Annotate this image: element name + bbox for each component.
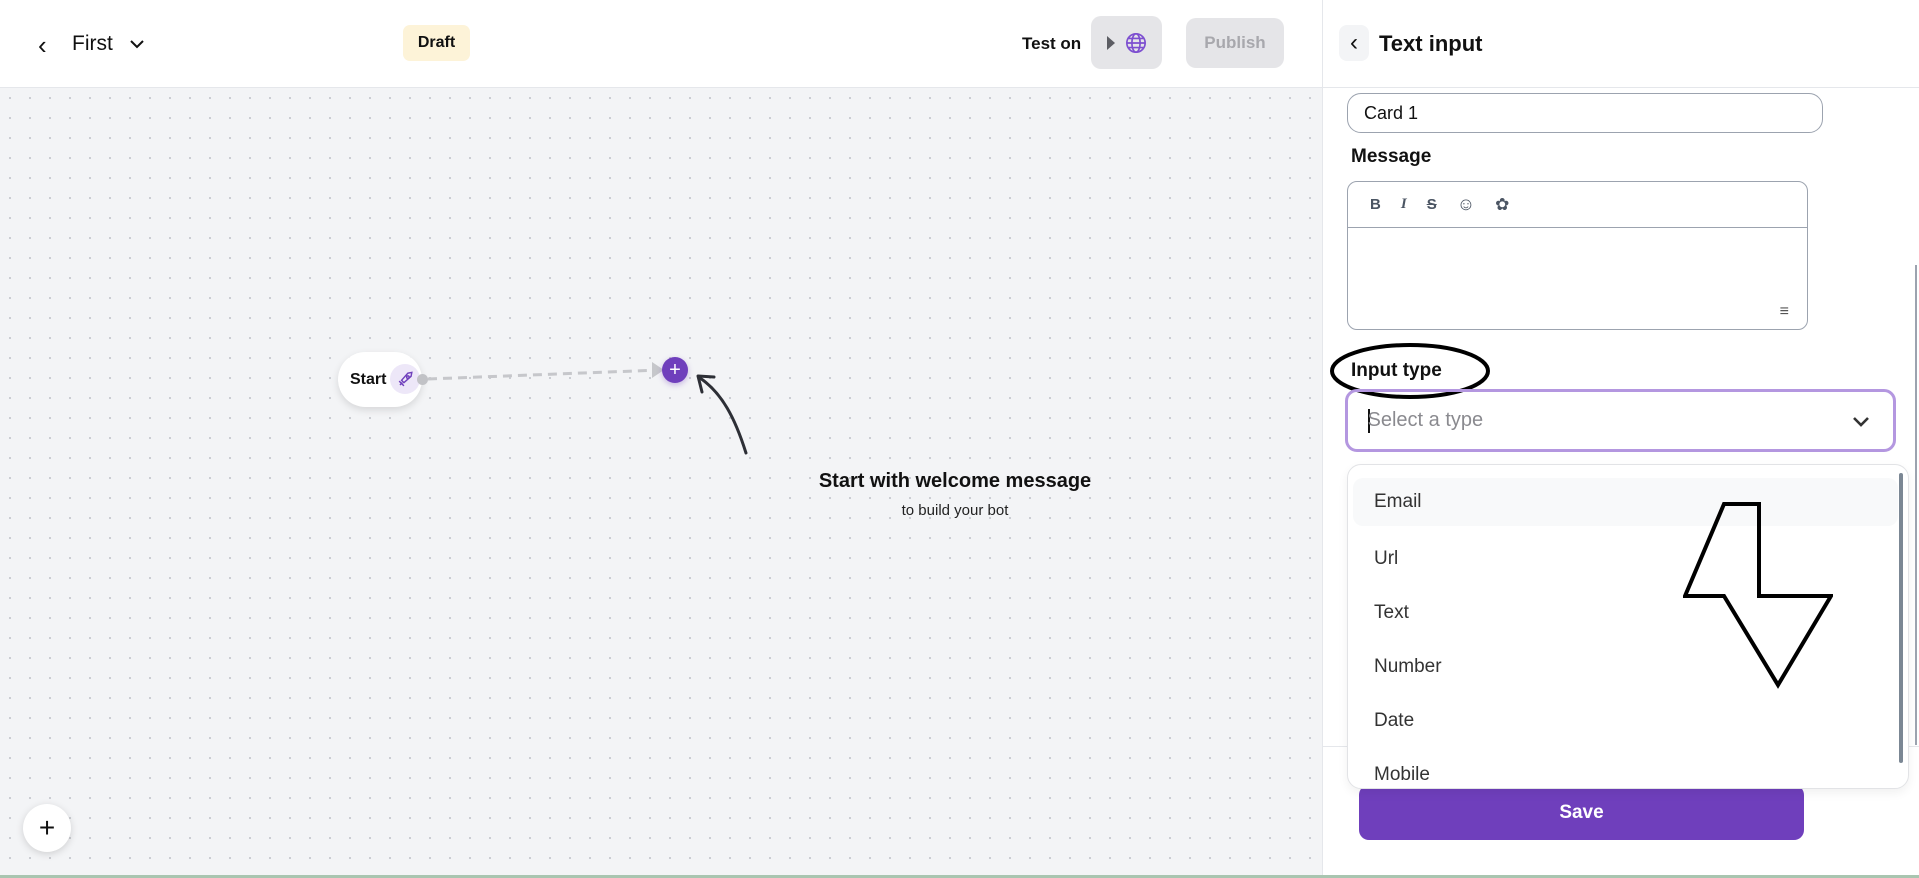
dropdown-option-text[interactable]: Text — [1374, 602, 1409, 623]
start-node-label: Start — [350, 370, 387, 388]
hint-arrow-icon — [698, 376, 748, 455]
bottom-border — [0, 875, 1919, 878]
play-icon — [1106, 35, 1115, 50]
dropdown-option-email[interactable]: Email — [1353, 478, 1898, 526]
italic-icon[interactable]: I — [1400, 196, 1407, 212]
rocket-icon — [390, 364, 420, 394]
input-type-select[interactable]: Select a type — [1345, 389, 1896, 452]
strikethrough-icon[interactable]: S — [1426, 196, 1437, 213]
dropdown-option-date[interactable]: Date — [1374, 710, 1415, 731]
add-step-button[interactable]: + — [662, 357, 688, 383]
message-label: Message — [1351, 146, 1432, 167]
connector-arrowhead — [652, 362, 664, 378]
start-node[interactable]: Start — [338, 352, 422, 407]
top-bar: ‹ First Draft Test on Publish — [0, 0, 1322, 88]
save-button[interactable]: Save — [1359, 785, 1804, 840]
hint-arrow-head-icon — [696, 374, 716, 394]
add-node-button[interactable]: + — [23, 804, 71, 852]
canvas-connections — [427, 362, 748, 455]
message-editor[interactable]: B I S ☺ ✿ ≡ — [1347, 181, 1808, 330]
editor-toolbar: B I S ☺ ✿ — [1348, 182, 1807, 228]
input-type-label: Input type — [1351, 360, 1442, 381]
back-icon[interactable]: ‹ — [38, 30, 47, 60]
panel-header: ‹ Text input — [1323, 0, 1919, 88]
dashed-connector — [427, 368, 661, 381]
test-web-button[interactable] — [1091, 16, 1162, 69]
bold-icon[interactable]: B — [1370, 196, 1381, 213]
dropdown-option-number[interactable]: Number — [1374, 656, 1442, 677]
variable-insert-icon[interactable]: ≡ — [1779, 303, 1789, 320]
message-text — [1348, 228, 1807, 328]
text-cursor — [1368, 408, 1370, 433]
flow-canvas[interactable]: Start + Start with welcome message to bu… — [0, 88, 1322, 876]
hint-title: Start with welcome message — [818, 470, 1092, 492]
flow-name[interactable]: First — [72, 32, 113, 55]
test-on-label: Test on — [1022, 34, 1082, 53]
status-badge: Draft — [403, 25, 470, 61]
start-node-handle[interactable] — [417, 374, 428, 385]
input-type-placeholder: Select a type — [1367, 409, 1484, 431]
annotation-down-arrow — [1683, 502, 1833, 689]
dropdown-option-url[interactable]: Url — [1374, 548, 1399, 569]
dropdown-scrollbar[interactable] — [1899, 473, 1903, 763]
ai-icon[interactable]: ✿ — [1495, 194, 1510, 214]
dropdown-option-mobile[interactable]: Mobile — [1374, 764, 1430, 785]
settings-panel: ‹ Text input Card 1 Message B I S ☺ ✿ ≡ … — [1322, 0, 1919, 876]
chevron-down-icon[interactable] — [128, 38, 146, 50]
hint-subtitle: to build your bot — [901, 502, 1009, 519]
card-name-input[interactable]: Card 1 — [1347, 93, 1823, 133]
panel-back-button[interactable]: ‹ — [1339, 25, 1369, 61]
chevron-down-icon — [1853, 417, 1869, 427]
annotation-ellipse — [1330, 343, 1490, 399]
panel-title: Text input — [1379, 31, 1483, 56]
emoji-icon[interactable]: ☺ — [1456, 194, 1476, 214]
publish-button[interactable]: Publish — [1186, 18, 1284, 68]
input-type-dropdown: Email Url Text Number Date Mobile — [1347, 464, 1909, 789]
panel-scrollbar[interactable] — [1915, 265, 1917, 745]
globe-icon — [1125, 32, 1146, 53]
